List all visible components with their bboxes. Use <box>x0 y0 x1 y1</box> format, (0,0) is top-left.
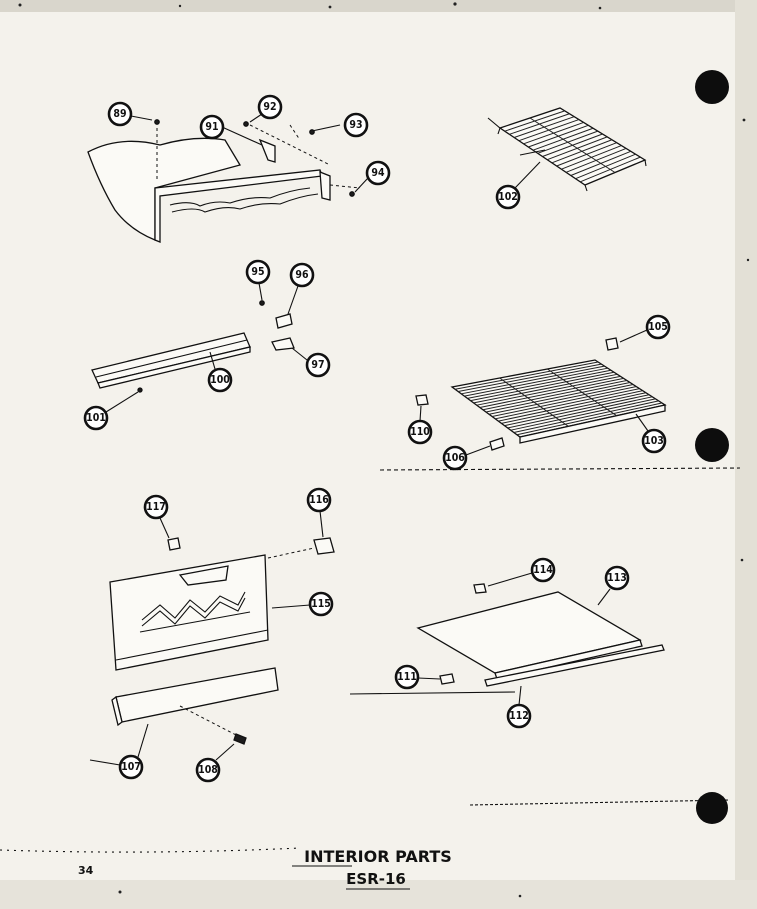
callout-107: 107 <box>118 754 144 780</box>
callout-93: 93 <box>343 112 369 138</box>
callout-91: 91 <box>199 114 225 140</box>
callout-113: 113 <box>604 565 630 591</box>
model-number: ESR-16 <box>346 870 406 888</box>
binder-hole-top <box>695 70 729 104</box>
page-title: INTERIOR PARTS <box>304 847 452 866</box>
callout-108: 108 <box>195 757 221 783</box>
callout-115: 115 <box>308 591 334 617</box>
svg-text:113: 113 <box>607 572 627 584</box>
freezer-rail-assembly <box>87 119 361 243</box>
binder-hole-middle <box>695 428 729 462</box>
svg-text:112: 112 <box>509 710 529 722</box>
callout-97: 97 <box>305 352 331 378</box>
svg-text:91: 91 <box>205 121 218 133</box>
svg-text:93: 93 <box>349 119 362 131</box>
svg-text:97: 97 <box>311 359 324 371</box>
glass-shelf-113 <box>349 583 665 695</box>
svg-text:117: 117 <box>146 501 166 513</box>
svg-text:96: 96 <box>295 269 309 281</box>
svg-text:111: 111 <box>397 671 417 683</box>
svg-text:115: 115 <box>311 598 331 610</box>
svg-text:92: 92 <box>263 101 276 113</box>
callout-110: 110 <box>407 419 433 445</box>
callout-105: 105 <box>645 314 671 340</box>
callout-116: 116 <box>306 487 332 513</box>
page-number: 34 <box>78 864 94 877</box>
svg-text:116: 116 <box>309 494 329 506</box>
svg-text:94: 94 <box>371 167 385 179</box>
shelf-rail-100 <box>91 300 295 393</box>
callout-92: 92 <box>257 94 283 120</box>
callout-101: 101 <box>83 405 109 431</box>
callout-94: 94 <box>365 160 391 186</box>
callout-89: 89 <box>107 101 133 127</box>
crisper-cover-115 <box>109 537 335 745</box>
callout-117: 117 <box>143 494 169 520</box>
callout-96: 96 <box>289 262 315 288</box>
callout-102: 102 <box>495 184 521 210</box>
svg-text:106: 106 <box>445 452 465 464</box>
callout-95: 95 <box>245 259 271 285</box>
svg-text:107: 107 <box>121 761 141 773</box>
callout-106: 106 <box>442 445 468 471</box>
callout-112: 112 <box>506 703 532 729</box>
callout-111: 111 <box>394 664 420 690</box>
svg-text:110: 110 <box>410 426 430 438</box>
svg-text:100: 100 <box>210 374 230 386</box>
svg-text:89: 89 <box>113 108 126 120</box>
callout-114: 114 <box>530 557 556 583</box>
svg-text:101: 101 <box>86 412 106 424</box>
callout-100: 100 <box>207 367 233 393</box>
binder-hole-bottom <box>696 792 728 824</box>
wire-shelf-102 <box>487 107 647 192</box>
svg-text:102: 102 <box>498 191 518 203</box>
callout-103: 103 <box>641 428 667 454</box>
svg-text:114: 114 <box>533 564 553 576</box>
svg-text:95: 95 <box>251 266 264 278</box>
svg-text:105: 105 <box>648 321 668 333</box>
svg-text:103: 103 <box>644 435 664 447</box>
svg-text:108: 108 <box>198 764 218 776</box>
wire-shelf-103 <box>415 337 667 451</box>
